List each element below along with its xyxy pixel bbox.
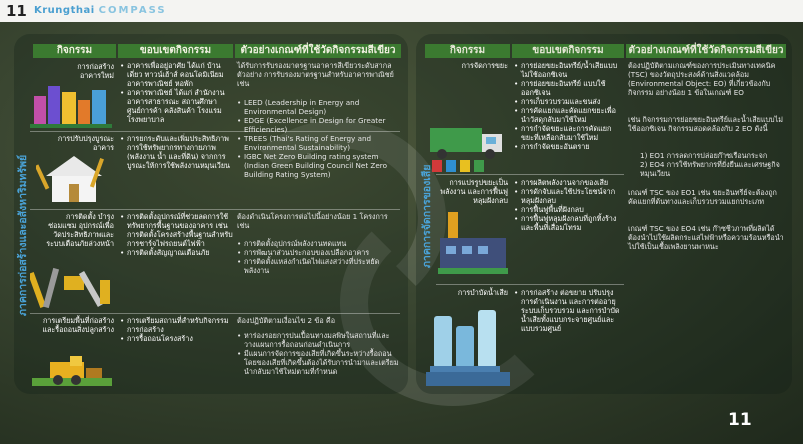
list-item: การย่อยขยะอินทรีย์/น้ำเสียแบบไม่ใช้ออกซิ… xyxy=(514,61,624,79)
tools-illustration xyxy=(30,267,110,309)
house-illustration xyxy=(36,156,104,202)
brand-main: Krungthai xyxy=(34,5,95,16)
right-row1-criteria-outro-1: เกณฑ์ TSC ของ EO1 เช่น ขยะอินทรีย์จะต้อง… xyxy=(628,188,777,206)
garbage-truck-illustration xyxy=(430,128,502,172)
right-row1-criteria-intro2: เช่น กิจกรรมการย่อยขยะอินทรีย์และน้ำเสีย… xyxy=(628,115,783,133)
left-row3-criteria-intro: ต้องดำเนินโครงการต่อไปนี้อย่างน้อย 1 โคร… xyxy=(237,212,388,230)
list-item: อาคารเพื่ออยู่อาศัย ได้แก่ บ้านเดี่ยว ทา… xyxy=(120,61,234,88)
right-row1-criteria: 1) EO1 การลดการปล่อยก๊าซเรือนกระจก 2) EO… xyxy=(640,151,786,178)
list-item: EDGE (Excellence in Design for Greater E… xyxy=(237,116,399,134)
left-header-scope: ขอบเขตกิจกรรม xyxy=(118,44,233,58)
list-item: อาคารพาณิชย์ ได้แก่ สำนักงาน อาคารสาธารณ… xyxy=(120,88,234,124)
brand-sub: COMPASS xyxy=(98,5,167,16)
page-number: 11 xyxy=(6,2,27,20)
list-item: การติดตั้งสัญญาณเตือนภัย xyxy=(120,248,234,257)
left-header-activity: กิจกรรม xyxy=(33,44,116,58)
left-row4-activity: การเตรียมพื้นที่ก่อสร้างและรื้อถอนสิ่งปล… xyxy=(42,316,114,334)
bulldozer-illustration xyxy=(32,356,112,386)
left-row1-criteria: LEED (Leadership in Energy and Environme… xyxy=(237,98,399,179)
list-item: 2) EO4 การใช้ทรัพยากรที่ยั่งยืนและเศรษฐก… xyxy=(640,160,780,178)
right-row3-activity: การบำบัดน้ำเสีย xyxy=(457,288,508,297)
list-item: การพัฒนาส่วนประกอบของเปลือกอาคาร xyxy=(237,248,399,257)
left-row3-criteria: การติดตั้งอุปกรณ์พลังงานทดแทน การพัฒนาส่… xyxy=(237,239,399,275)
left-row3-scope: การติดตั้งอุปกรณ์ที่ช่วยลดการใช้ทรัพยากร… xyxy=(120,212,234,257)
list-item: การรื้อถอนโครงสร้าง xyxy=(120,334,234,343)
list-item: การเตรียมสถานที่สำหรับกิจกรรมการก่อสร้าง xyxy=(120,316,234,334)
right-header-scope: ขอบเขตกิจกรรม xyxy=(512,44,624,58)
right-row3-scope: การก่อสร้าง ต่อขยาย ปรับปรุงการดำเนินงาน… xyxy=(514,288,624,333)
list-item: 1) EO1 การลดการปล่อยก๊าซเรือนกระจก xyxy=(640,151,768,160)
list-item: การดักจับและใช้ประโยชน์จากหลุมฝังกลบ xyxy=(514,187,624,205)
list-item: การติดตั้งอุปกรณ์พลังงานทดแทน xyxy=(237,239,399,248)
list-item: TREES (Thai's Rating of Energy and Envir… xyxy=(237,134,399,152)
right-row1-activity: การจัดการขยะ xyxy=(461,61,508,70)
left-header-criteria: ตัวอย่างเกณฑ์ที่ใช้วัดกิจกรรมสีเขียว xyxy=(235,44,401,58)
list-item: การคัดแยกและคัดแยกขยะเพื่อนำวัสดุกลับมาใ… xyxy=(514,106,624,124)
list-item: IGBC Net Zero Building rating system (In… xyxy=(237,152,399,179)
list-item: การย่อยขยะอินทรีย์ แบบใช้ออกซิเจน xyxy=(514,79,624,97)
list-item: การติดตั้งอุปกรณ์ที่ช่วยลดการใช้ทรัพยากร… xyxy=(120,212,234,248)
list-item: การเก็บรวบรวมและขนส่ง xyxy=(514,97,624,106)
row-divider xyxy=(30,131,400,132)
footer-page-number: 11 xyxy=(728,410,752,430)
city-buildings-illustration xyxy=(30,86,112,128)
right-section-label: ภาคการจัดการของเสีย xyxy=(421,164,433,268)
left-row2-activity: การปรับปรุงบูรณะอาคาร xyxy=(57,134,114,152)
left-row4-criteria-intro: ต้องปฏิบัติตามเงื่อนไข 2 ข้อ คือ xyxy=(237,316,336,325)
left-row2-scope: การยกระดับและเพิ่มประสิทธิภาพการใช้ทรัพย… xyxy=(120,134,234,170)
row-divider xyxy=(30,209,400,210)
right-row1-scope: การย่อยขยะอินทรีย์/น้ำเสียแบบไม่ใช้ออกซิ… xyxy=(514,61,624,151)
factory-illustration xyxy=(438,212,508,274)
left-row4-scope: การเตรียมสถานที่สำหรับกิจกรรมการก่อสร้าง… xyxy=(120,316,234,343)
left-row3-activity: การติดตั้ง บำรุงซ่อมแซม อุปกรณ์เพื่อวัดป… xyxy=(46,212,114,248)
list-item: การก่อสร้าง ต่อขยาย ปรับปรุงการดำเนินงาน… xyxy=(514,288,624,333)
left-row4-criteria: หาร่องรอยการปนเปื้อนทางมลพิษในสถานที่และ… xyxy=(237,331,399,376)
list-item: มีแผนการจัดการของเสียที่เกิดขึ้นระหว่างร… xyxy=(237,349,399,376)
list-item: หาร่องรอยการปนเปื้อนทางมลพิษในสถานที่และ… xyxy=(237,331,399,349)
right-header-criteria: ตัวอย่างเกณฑ์ที่ใช้วัดกิจกรรมสีเขียว xyxy=(626,44,786,58)
list-item: การยกระดับและเพิ่มประสิทธิภาพการใช้ทรัพย… xyxy=(120,134,234,170)
list-item: การฟื้นฟูหลุมฝังกลบที่ถูกทิ้งร้างและพื้น… xyxy=(514,214,624,232)
top-bar: 11 Krungthai COMPASS xyxy=(0,0,803,22)
list-item: การกำจัดขยะอันตราย xyxy=(514,142,624,151)
row-divider xyxy=(30,313,400,314)
left-row1-criteria-intro: ได้รับการรับรองมาตรฐานอาคารสีเขียวระดับส… xyxy=(237,61,394,88)
row-divider xyxy=(436,174,624,175)
list-item: การกำจัดขยะและการคัดแยกขยะที่เหลือกลับมา… xyxy=(514,124,624,142)
row-divider xyxy=(436,284,624,285)
right-row1-criteria-outro-2: เกณฑ์ TSC ของ EO4 เช่น ก๊าซชีวภาพที่ผลิต… xyxy=(628,224,784,251)
list-item: การติดตั้งแหล่งกำเนิดไฟแสงสว่างที่ประหยั… xyxy=(237,257,399,275)
left-section-label: ภาคการก่อสร้างและอสังหาริมทรัพย์ xyxy=(17,154,29,316)
right-header-activity: กิจกรรม xyxy=(425,44,510,58)
right-row1-criteria-intro: ต้องปฏิบัติตามเกณฑ์ของการประเมินทางเทคนิ… xyxy=(628,61,776,97)
right-row2-activity: การแปรรูปขยะเป็นพลังงาน และการฟื้นฟูหลุม… xyxy=(440,178,508,205)
brand-logo: Krungthai COMPASS xyxy=(34,5,167,16)
list-item: การฟื้นฟูพื้นที่ฝังกลบ xyxy=(514,205,624,214)
left-row1-activity: การก่อสร้างอาคารใหม่ xyxy=(77,62,114,80)
list-item: การผลิตพลังงานจากของเสีย xyxy=(514,178,624,187)
left-row1-scope: อาคารเพื่ออยู่อาศัย ได้แก่ บ้านเดี่ยว ทา… xyxy=(120,61,234,124)
right-row2-scope: การผลิตพลังงานจากของเสีย การดักจับและใช้… xyxy=(514,178,624,232)
water-treatment-illustration xyxy=(426,310,510,386)
list-item: LEED (Leadership in Energy and Environme… xyxy=(237,98,399,116)
